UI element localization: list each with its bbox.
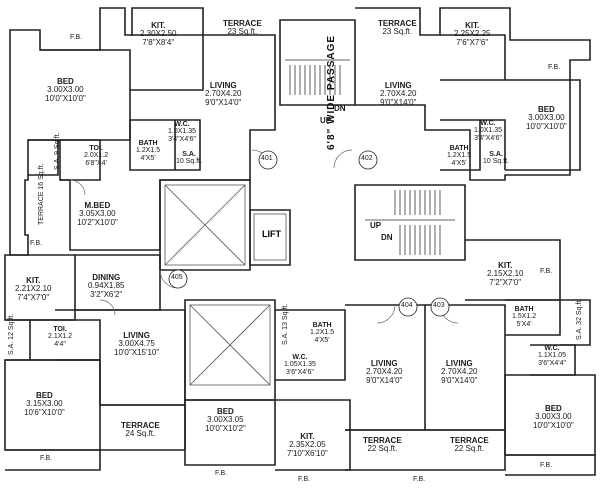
wall-core bbox=[159, 179, 251, 271]
flat-number-403: 403 bbox=[433, 302, 445, 309]
fb-label: F.B. bbox=[540, 268, 553, 275]
fb-label: F.B. bbox=[540, 462, 553, 469]
lift-label: LIFT bbox=[262, 229, 281, 239]
wall-kit-tl bbox=[130, 34, 204, 91]
wall-wc-tl bbox=[175, 119, 201, 171]
wall-sa-br bbox=[560, 299, 591, 346]
wall-lift bbox=[249, 209, 291, 266]
flat-markers bbox=[168, 150, 450, 317]
stair-dn-mid: DN bbox=[381, 233, 393, 242]
duct-top-cross bbox=[164, 184, 246, 266]
wall-bath-tr bbox=[440, 119, 481, 171]
room-sa-br: S.A. 32 Sq.ft. bbox=[576, 298, 583, 340]
wall-living-ml bbox=[55, 309, 186, 406]
duct-top bbox=[164, 184, 246, 266]
room-terrace-left: TERRACE 16 Sq.ft. bbox=[38, 163, 45, 225]
wall-toi-tl bbox=[60, 139, 101, 181]
flat-number-404: 404 bbox=[401, 302, 413, 309]
room-sa-bm: S.A. 13 Sq.ft. bbox=[282, 303, 289, 345]
wall-bath-br bbox=[505, 299, 561, 336]
wall-kit-tr bbox=[440, 34, 506, 81]
wall-fb-bl bbox=[5, 449, 101, 471]
fb-label: F.B. bbox=[30, 240, 43, 247]
wall-bath-bm bbox=[275, 309, 346, 381]
wall-bed-bm bbox=[184, 399, 276, 466]
room-sa-ml: S.A. 12 Sq.ft. bbox=[8, 313, 15, 355]
fb-label: F.B. bbox=[70, 34, 83, 41]
stair-up-top: UP bbox=[320, 116, 332, 125]
room-sa-tl: S.A.10 Sq.ft. bbox=[176, 151, 203, 166]
fb-label: F.B. bbox=[215, 470, 228, 477]
staircase-mid bbox=[365, 190, 455, 255]
fb-label: F.B. bbox=[298, 476, 311, 483]
room-sa-tl2: S.A. 9 Sq.ft. bbox=[54, 132, 61, 170]
wall-wc-tr bbox=[480, 119, 506, 170]
lift-car bbox=[253, 213, 287, 261]
wall-outline-top-right bbox=[355, 7, 591, 181]
fb-label: F.B. bbox=[40, 455, 53, 462]
staircase-top bbox=[285, 59, 350, 95]
wall-stair-top bbox=[279, 19, 356, 106]
flat-number-405: 405 bbox=[171, 274, 183, 281]
fb-label: F.B. bbox=[548, 64, 561, 71]
walls bbox=[4, 7, 596, 476]
wall-bed-tr bbox=[505, 79, 581, 171]
wall-stair-mid bbox=[354, 184, 466, 261]
shafts bbox=[164, 184, 287, 386]
duct-bottom bbox=[189, 304, 271, 386]
wall-kit-bm bbox=[275, 399, 351, 471]
flat-number-402: 402 bbox=[361, 155, 373, 162]
wall-fb-br bbox=[505, 454, 596, 476]
stair-up-mid: UP bbox=[370, 221, 382, 230]
room-sa-tr: S.A.10 Sq.ft. bbox=[483, 151, 510, 166]
fb-label: F.B. bbox=[413, 476, 426, 483]
duct-bottom-cross bbox=[189, 304, 271, 386]
passage-label: 6'8" WIDE PASSAGE bbox=[326, 34, 337, 150]
wall-sa-tl bbox=[28, 139, 59, 176]
flat-number-401: 401 bbox=[261, 155, 273, 162]
stair-dn-top: DN bbox=[334, 104, 346, 113]
